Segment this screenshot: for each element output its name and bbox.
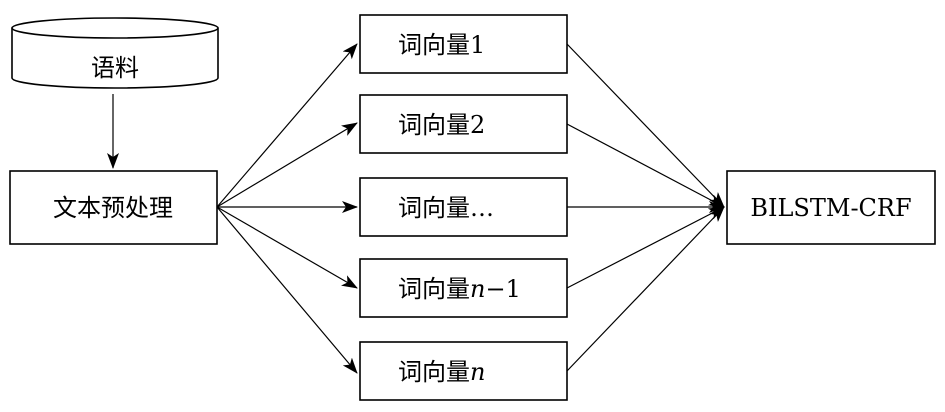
vector-label-2: 词向量2 — [398, 111, 485, 139]
vector-node-3: 词向量… — [359, 177, 568, 237]
model-box — [726, 170, 936, 245]
preprocess-node: 文本预处理 — [9, 170, 218, 245]
edges-vectors-to-model — [566, 43, 725, 372]
corpus-cylinder-top — [11, 17, 219, 39]
model-label: BILSTM-CRF — [750, 194, 911, 222]
vector-box-5 — [359, 341, 568, 401]
vector-node-5: 词向量n — [359, 341, 568, 401]
vector-label-5: 词向量n — [398, 358, 485, 386]
vector-label-4: 词向量n−1 — [398, 275, 521, 303]
preprocess-box — [9, 170, 218, 245]
edge-preprocess-to-vector-5 — [216, 206, 358, 374]
edge-vector-2-to-model — [566, 123, 725, 208]
edges-preprocess-to-vectors — [216, 43, 358, 374]
corpus-label: 语料 — [91, 54, 139, 82]
corpus-cylinder-body — [11, 28, 219, 89]
vector-label-3: 词向量… — [398, 194, 494, 222]
edge-vector-4-to-model — [566, 206, 725, 289]
edge-preprocess-to-vector-2 — [216, 122, 358, 208]
vector-node-4: 词向量n−1 — [359, 258, 568, 318]
edge-preprocess-to-vector-4 — [216, 206, 358, 289]
vector-box-2 — [359, 94, 568, 154]
preprocess-label: 文本预处理 — [53, 194, 173, 222]
edge-vector-1-to-model — [566, 43, 725, 208]
vector-box-3 — [359, 177, 568, 237]
vector-node-1: 词向量1 — [359, 14, 568, 74]
corpus-node: 语料 — [11, 17, 219, 89]
model-node: BILSTM-CRF — [726, 170, 936, 245]
edge-preprocess-to-vector-1 — [216, 43, 358, 208]
vector-label-1: 词向量1 — [398, 31, 485, 59]
vector-node-2: 词向量2 — [359, 94, 568, 154]
vector-box-4 — [359, 258, 568, 318]
edge-vector-5-to-model — [566, 206, 725, 372]
